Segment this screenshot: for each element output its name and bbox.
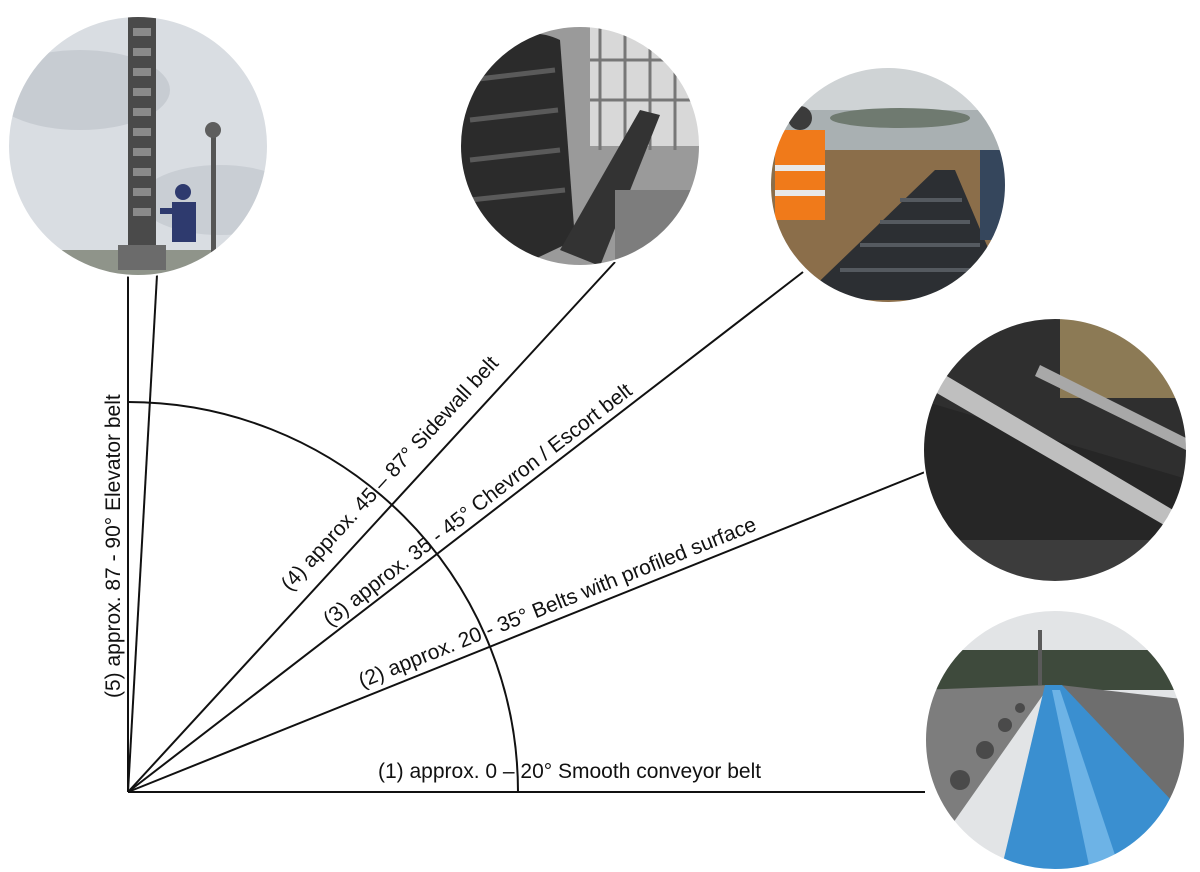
angle-rays (127, 261, 926, 793)
angle-arc (127, 401, 519, 793)
smooth-belt-photo (924, 609, 1186, 871)
elevator-belt-photo (7, 15, 269, 277)
profiled-belt-photo (922, 317, 1188, 583)
sidewall-belt-photo (459, 25, 701, 267)
chevron-belt-photo (769, 66, 1007, 304)
ray-sidewall (127, 261, 616, 793)
ray-profiled (127, 471, 926, 793)
ray-chevron (127, 271, 804, 793)
ray-elevator (127, 274, 158, 793)
label-elevator-belt: (5) approx. 87 - 90° Elevator belt (102, 394, 125, 698)
label-smooth-belt: (1) approx. 0 – 20° Smooth conveyor belt (378, 760, 761, 783)
